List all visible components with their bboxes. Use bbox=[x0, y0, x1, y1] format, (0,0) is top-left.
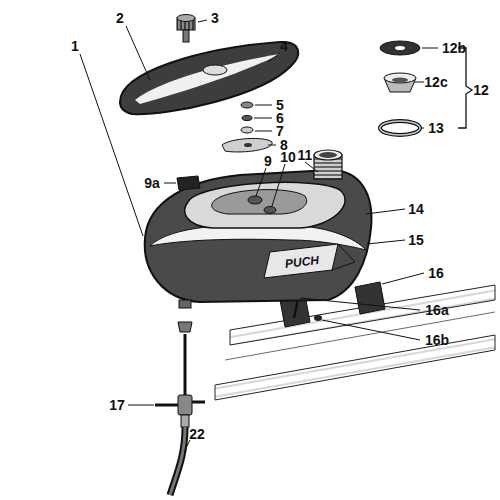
gasket bbox=[177, 176, 200, 190]
callout-number: 5 bbox=[276, 98, 284, 112]
callout-number: 2 bbox=[116, 11, 124, 25]
callout-number: 12b bbox=[442, 41, 466, 55]
callout-number: 7 bbox=[276, 124, 284, 138]
callout-number: 15 bbox=[408, 233, 424, 247]
callout-number: 9a bbox=[144, 176, 160, 190]
fuel-tap bbox=[155, 300, 205, 427]
callout-number: 12c bbox=[424, 75, 447, 89]
tank-cover bbox=[120, 42, 298, 114]
filler-cap-parts bbox=[380, 41, 420, 135]
leader-lines bbox=[80, 20, 438, 452]
seal-rings bbox=[222, 102, 272, 152]
callout-number: 17 bbox=[109, 398, 125, 412]
bracket bbox=[458, 48, 472, 128]
cap-knob bbox=[177, 15, 195, 43]
callout-number: 12 bbox=[473, 83, 489, 97]
callout-number: 10 bbox=[280, 150, 296, 164]
fuel-hose-highlight bbox=[170, 427, 185, 495]
callout-number: 16a bbox=[425, 303, 448, 317]
callout-number: 6 bbox=[276, 111, 284, 125]
callout-number: 22 bbox=[189, 427, 205, 441]
callout-number: 14 bbox=[408, 202, 424, 216]
callout-number: 1 bbox=[71, 39, 79, 53]
nut bbox=[314, 315, 322, 321]
callout-number: 13 bbox=[428, 121, 444, 135]
callout-number: 3 bbox=[211, 11, 219, 25]
callout-number: 9 bbox=[264, 154, 272, 168]
fuel-hose bbox=[170, 427, 185, 495]
callout-number: 11 bbox=[298, 148, 313, 162]
filler-neck bbox=[314, 150, 342, 179]
callout-number: 4 bbox=[280, 39, 288, 53]
callout-number: 16 bbox=[428, 266, 444, 280]
callout-number: 16b bbox=[425, 333, 449, 347]
